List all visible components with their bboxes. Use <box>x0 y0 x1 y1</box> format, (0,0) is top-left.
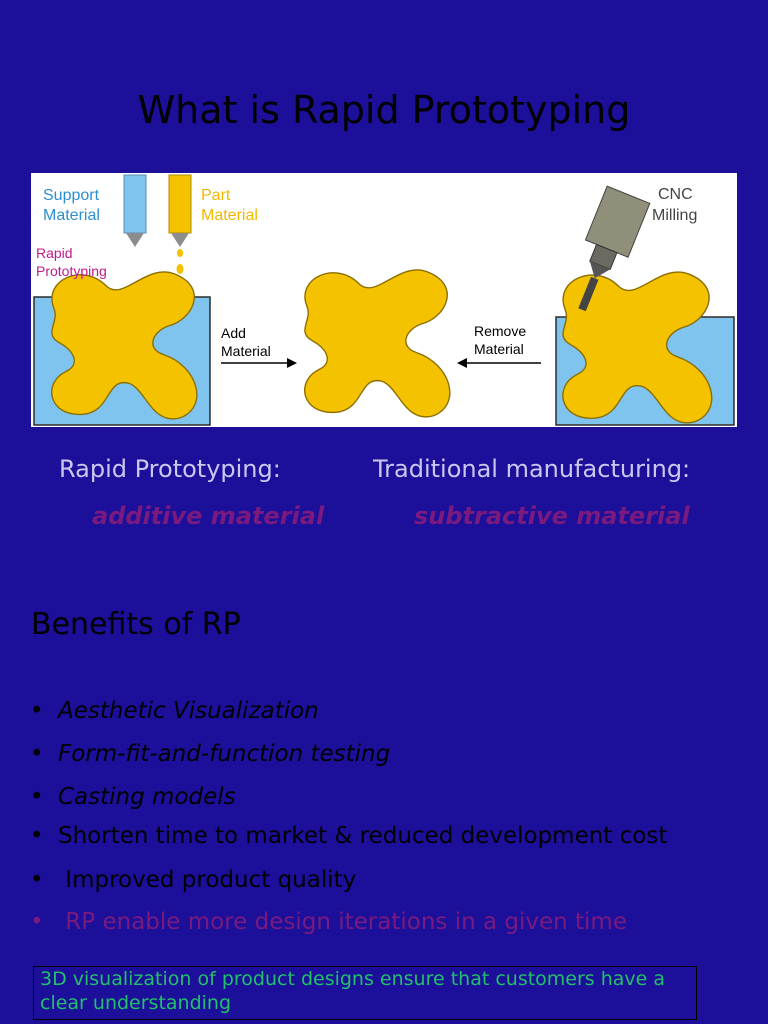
svg-text:Material: Material <box>43 207 100 224</box>
traditional-heading: Traditional manufacturing: <box>373 455 691 483</box>
callout-box: 3D visualization of product designs ensu… <box>33 966 697 1020</box>
svg-text:Material: Material <box>221 343 271 359</box>
support-nozzle <box>123 174 147 234</box>
list-item: • RP enable more design iterations in a … <box>30 909 627 935</box>
support-label: Support <box>43 187 100 204</box>
list-item: • Improved product quality <box>30 867 357 893</box>
rp-vs-cnc-figure: Support Material Part Material Rapid Pro… <box>31 173 737 427</box>
cnc-label: CNC <box>658 186 693 203</box>
cnc-tool <box>578 185 651 312</box>
list-item: •Aesthetic Visualization <box>30 698 319 724</box>
rp-heading: Rapid Prototyping: <box>59 455 281 483</box>
benefits-heading: Benefits of RP <box>31 607 241 642</box>
blob-center <box>304 269 451 418</box>
subtractive-label: subtractive material <box>414 502 690 530</box>
list-item: •Casting models <box>30 784 236 810</box>
rp-label: Rapid <box>36 245 73 261</box>
part-nozzle <box>168 174 192 234</box>
svg-text:Milling: Milling <box>652 207 697 224</box>
additive-label: additive material <box>92 502 325 530</box>
svg-text:Material: Material <box>474 341 524 357</box>
remove-material-label: Remove <box>474 323 526 339</box>
svg-text:Material: Material <box>201 207 258 224</box>
list-item: •Shorten time to market & reduced develo… <box>30 823 668 849</box>
slide-title: What is Rapid Prototyping <box>137 88 631 132</box>
part-label: Part <box>201 187 231 204</box>
svg-text:Prototyping: Prototyping <box>36 263 107 279</box>
list-item: •Form-fit-and-function testing <box>30 741 391 767</box>
add-material-label: Add <box>221 325 246 341</box>
